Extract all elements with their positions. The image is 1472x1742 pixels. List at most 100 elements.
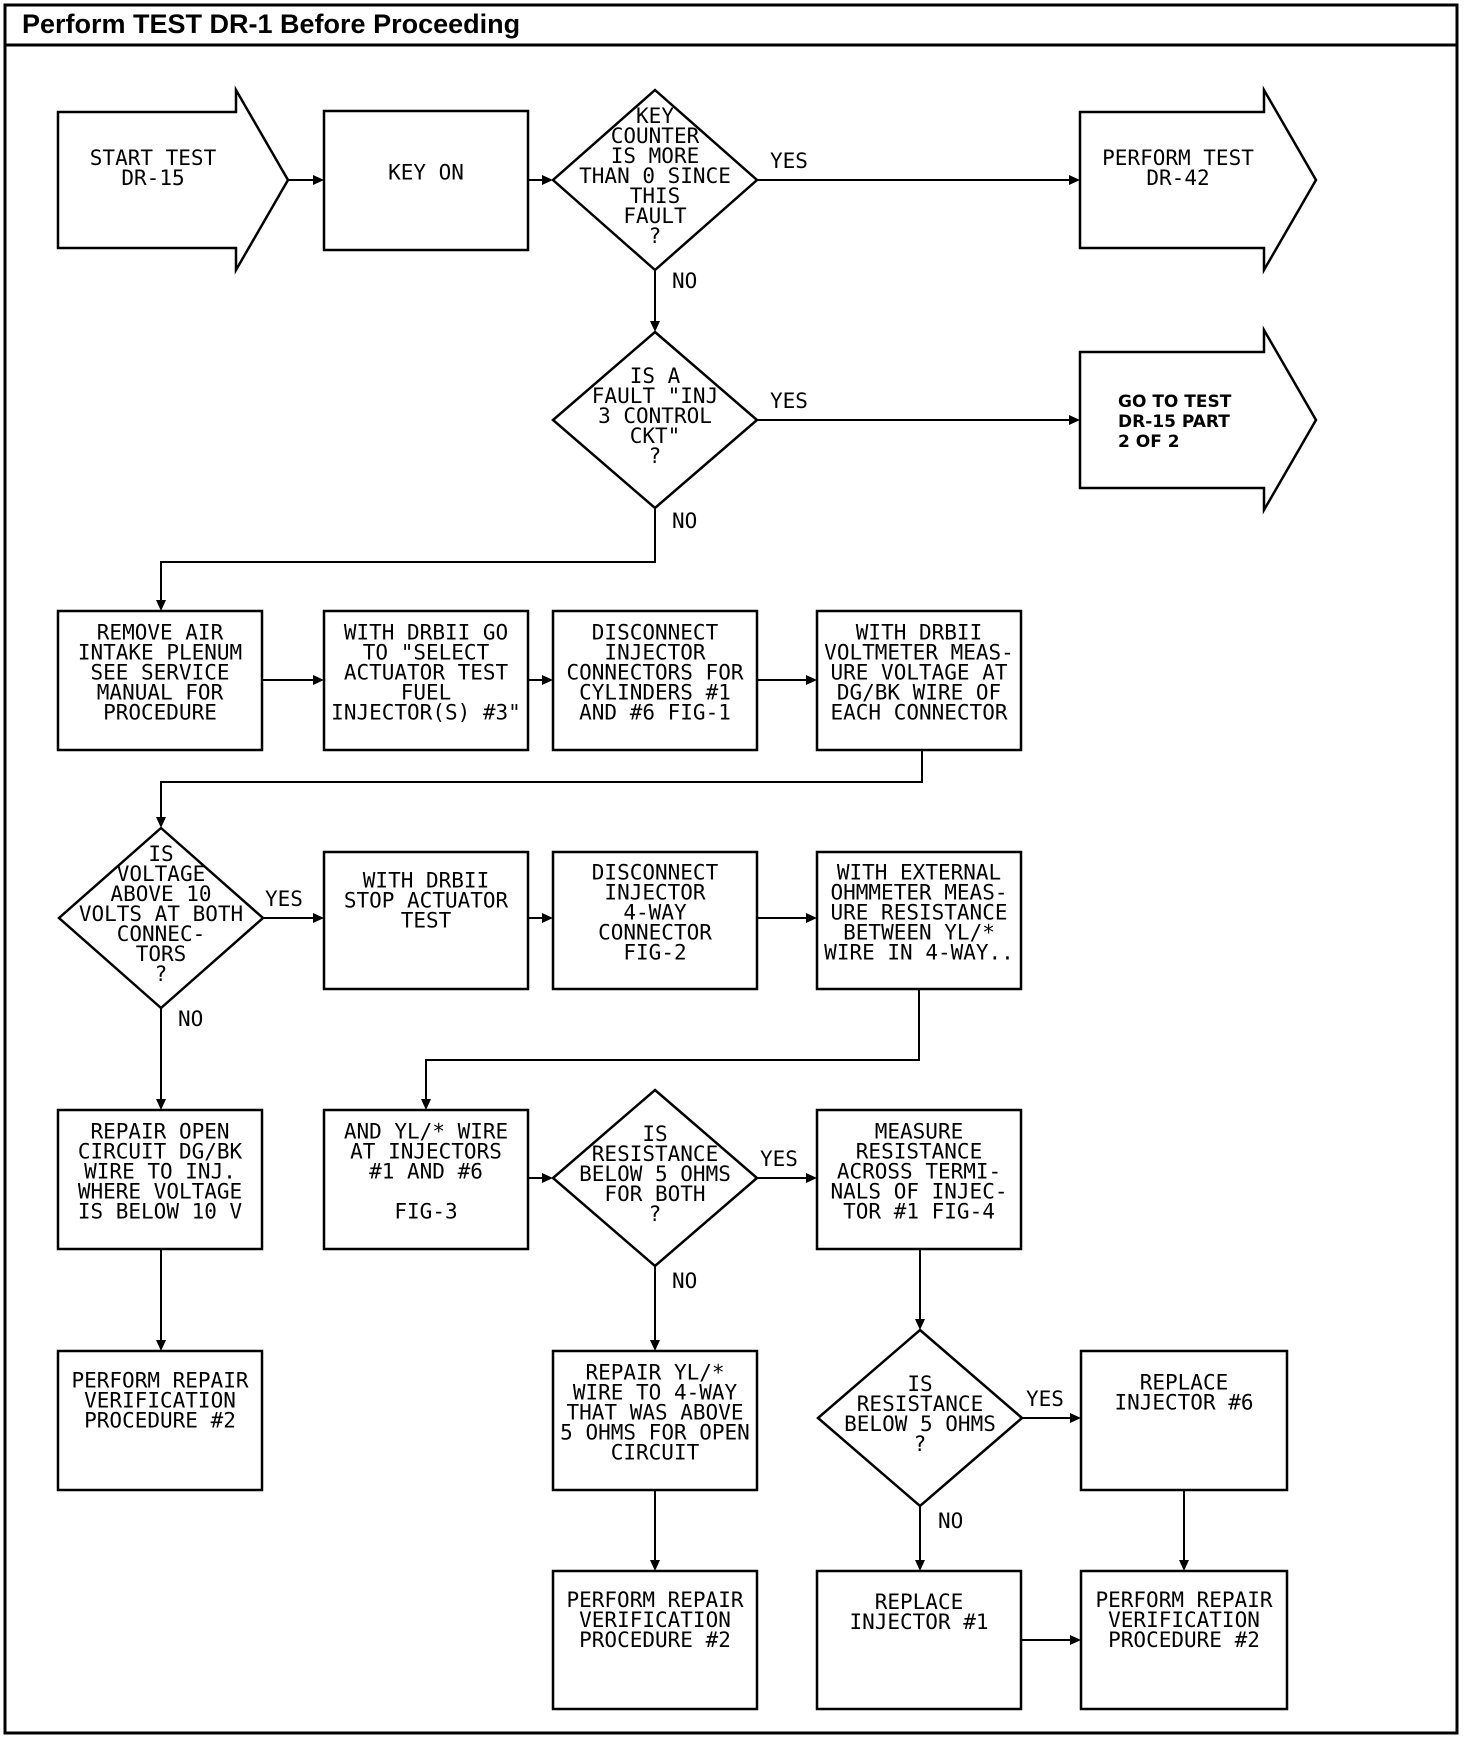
node-label-line: PROCEDURE bbox=[103, 701, 217, 725]
process-box bbox=[551, 850, 759, 991]
arrowhead bbox=[650, 1560, 660, 1571]
arrowhead bbox=[1069, 175, 1080, 185]
edge-label-no: NO bbox=[938, 1509, 963, 1533]
node-label-line: INJECTOR #1 bbox=[849, 1610, 988, 1634]
edge-start-to-key-on bbox=[288, 175, 324, 185]
process-box bbox=[551, 1349, 759, 1492]
node-label-line: 3 CONTROL bbox=[598, 404, 712, 428]
node-label-line: URE VOLTAGE AT bbox=[830, 661, 1007, 685]
node-label-line: PROCEDURE #2 bbox=[1108, 1628, 1260, 1652]
arrowhead bbox=[806, 913, 817, 923]
edge-d-voltage-to-repair-open: NO bbox=[156, 1007, 203, 1110]
node-label-line: TOR #1 FIG-4 bbox=[843, 1200, 995, 1224]
node-label-key-on: KEY ON bbox=[388, 161, 464, 185]
node-label-line: DG/BK WIRE OF bbox=[837, 681, 1001, 705]
node-label-line: INTAKE PLENUM bbox=[78, 641, 242, 665]
node-label-line: VERIFICATION bbox=[579, 1608, 731, 1632]
connector-line bbox=[160, 508, 656, 602]
node-label-line: AND YL/* WIRE bbox=[344, 1120, 508, 1144]
edge-d-key-counter-to-dr42: YES bbox=[757, 149, 1080, 185]
node-label-line: PERFORM REPAIR bbox=[71, 1369, 248, 1393]
arrowhead bbox=[156, 1099, 166, 1110]
node-label-line: THAT WAS ABOVE bbox=[566, 1401, 743, 1425]
node-label-line: KEY bbox=[636, 104, 674, 128]
node-label-line: THAN 0 SINCE bbox=[579, 164, 731, 188]
arrowhead bbox=[156, 1340, 166, 1351]
node-label-line: DR-15 bbox=[121, 166, 184, 190]
node-label-line: REMOVE AIR bbox=[97, 621, 224, 645]
edge-repair-yl-to-verify-2 bbox=[650, 1490, 660, 1571]
node-label-line: IS bbox=[642, 1122, 667, 1146]
node-label-line: PERFORM TEST bbox=[1102, 146, 1254, 170]
edge-label-yes: YES bbox=[1026, 1387, 1064, 1411]
edge-repair-open-to-verify-1 bbox=[156, 1249, 166, 1351]
node-label-line: ? bbox=[914, 1432, 927, 1456]
node-label-line: WIRE TO INJ. bbox=[84, 1160, 236, 1184]
edge-disconnect-connectors-to-measure-voltage bbox=[757, 675, 817, 685]
arrowhead bbox=[915, 1560, 925, 1571]
node-label-line: TEST bbox=[401, 909, 452, 933]
node-label-line: FIG-3 bbox=[394, 1200, 457, 1224]
node-label-line: VOLTAGE bbox=[117, 862, 206, 886]
terminal-arrow bbox=[1078, 85, 1318, 275]
node-label-line: CONNECTOR bbox=[598, 921, 712, 945]
node-label-line: RESISTANCE bbox=[856, 1140, 982, 1164]
arrowhead bbox=[542, 1173, 553, 1183]
arrowhead bbox=[1070, 1635, 1081, 1645]
node-label-line: RESISTANCE bbox=[592, 1142, 718, 1166]
node-label-line: FAULT bbox=[623, 204, 687, 228]
node-label-line: STOP ACTUATOR bbox=[344, 889, 509, 913]
node-label-line: VERIFICATION bbox=[1108, 1608, 1260, 1632]
arrowhead bbox=[542, 913, 553, 923]
node-label-line: DR-42 bbox=[1146, 166, 1209, 190]
node-label-line: CIRCUIT bbox=[611, 1441, 700, 1465]
edge-ohmmeter-to-yl-wire bbox=[421, 989, 920, 1110]
edge-measure-voltage-to-d-voltage bbox=[156, 750, 923, 828]
decision-diamond bbox=[551, 88, 759, 272]
node-label-line: ACROSS TERMI- bbox=[837, 1160, 1001, 1184]
process-box bbox=[322, 850, 530, 991]
node-label-line: THIS bbox=[630, 184, 681, 208]
arrowhead bbox=[1070, 1413, 1081, 1423]
node-label-line: #1 AND #6 bbox=[369, 1160, 483, 1184]
node-label-line: WITH DRBII bbox=[856, 621, 982, 645]
node-label-line: TORS bbox=[136, 942, 187, 966]
node-label-line: INJECTOR bbox=[604, 881, 706, 905]
process-box bbox=[815, 1108, 1023, 1251]
connector-line bbox=[425, 989, 920, 1101]
arrowhead bbox=[542, 175, 553, 185]
node-label-line: EACH CONNECTOR bbox=[830, 701, 1007, 725]
node-label-line: KEY ON bbox=[388, 161, 464, 185]
node-label-line: TO "SELECT bbox=[363, 641, 490, 665]
arrowhead bbox=[806, 1173, 817, 1183]
edge-disconnect-4way-to-ohmmeter bbox=[757, 913, 817, 923]
node-label-line: CONNECTORS FOR bbox=[566, 661, 743, 685]
process-box bbox=[322, 1108, 530, 1251]
node-label-line: 2 OF 2 bbox=[1118, 432, 1180, 452]
node-label-line: WITH DRBII bbox=[363, 869, 489, 893]
